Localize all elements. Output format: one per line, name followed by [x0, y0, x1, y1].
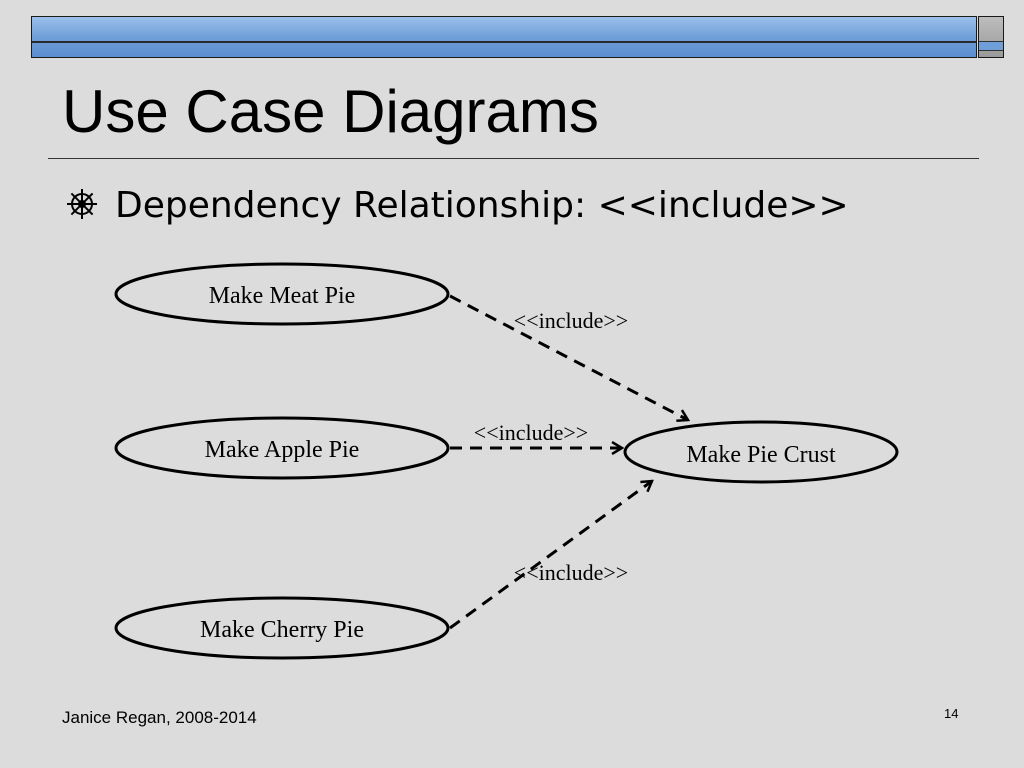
include-label-cherry: <<include>>	[514, 560, 628, 585]
include-edge-cherry	[449, 481, 652, 630]
bullet-text: Dependency Relationship: <<include>>	[115, 185, 849, 226]
use-case-meat-pie-label: Make Meat Pie	[209, 283, 356, 309]
include-label-apple: <<include>>	[474, 420, 588, 445]
use-case-pie-crust	[623, 420, 899, 484]
include-edge-meat	[449, 294, 688, 420]
title-divider	[48, 158, 979, 159]
footer-author: Janice Regan, 2008-2014	[62, 708, 257, 727]
ship-wheel-bullet-icon	[67, 189, 97, 219]
use-case-meat-pie	[114, 262, 450, 326]
header-bar	[31, 16, 977, 58]
use-case-apple-pie	[114, 416, 450, 480]
use-case-apple-pie-label: Make Apple Pie	[205, 437, 360, 463]
use-case-cherry-pie	[114, 596, 450, 660]
page-number: 14	[944, 706, 959, 721]
use-case-pie-crust-label: Make Pie Crust	[686, 442, 836, 468]
header-bar-stripe	[32, 41, 976, 43]
include-label-meat: <<include>>	[514, 308, 628, 333]
header-side-box-stripe	[979, 41, 1003, 51]
use-case-cherry-pie-label: Make Cherry Pie	[200, 617, 364, 643]
slide-title: Use Case Diagrams	[62, 78, 599, 145]
header-side-box	[978, 16, 1004, 58]
